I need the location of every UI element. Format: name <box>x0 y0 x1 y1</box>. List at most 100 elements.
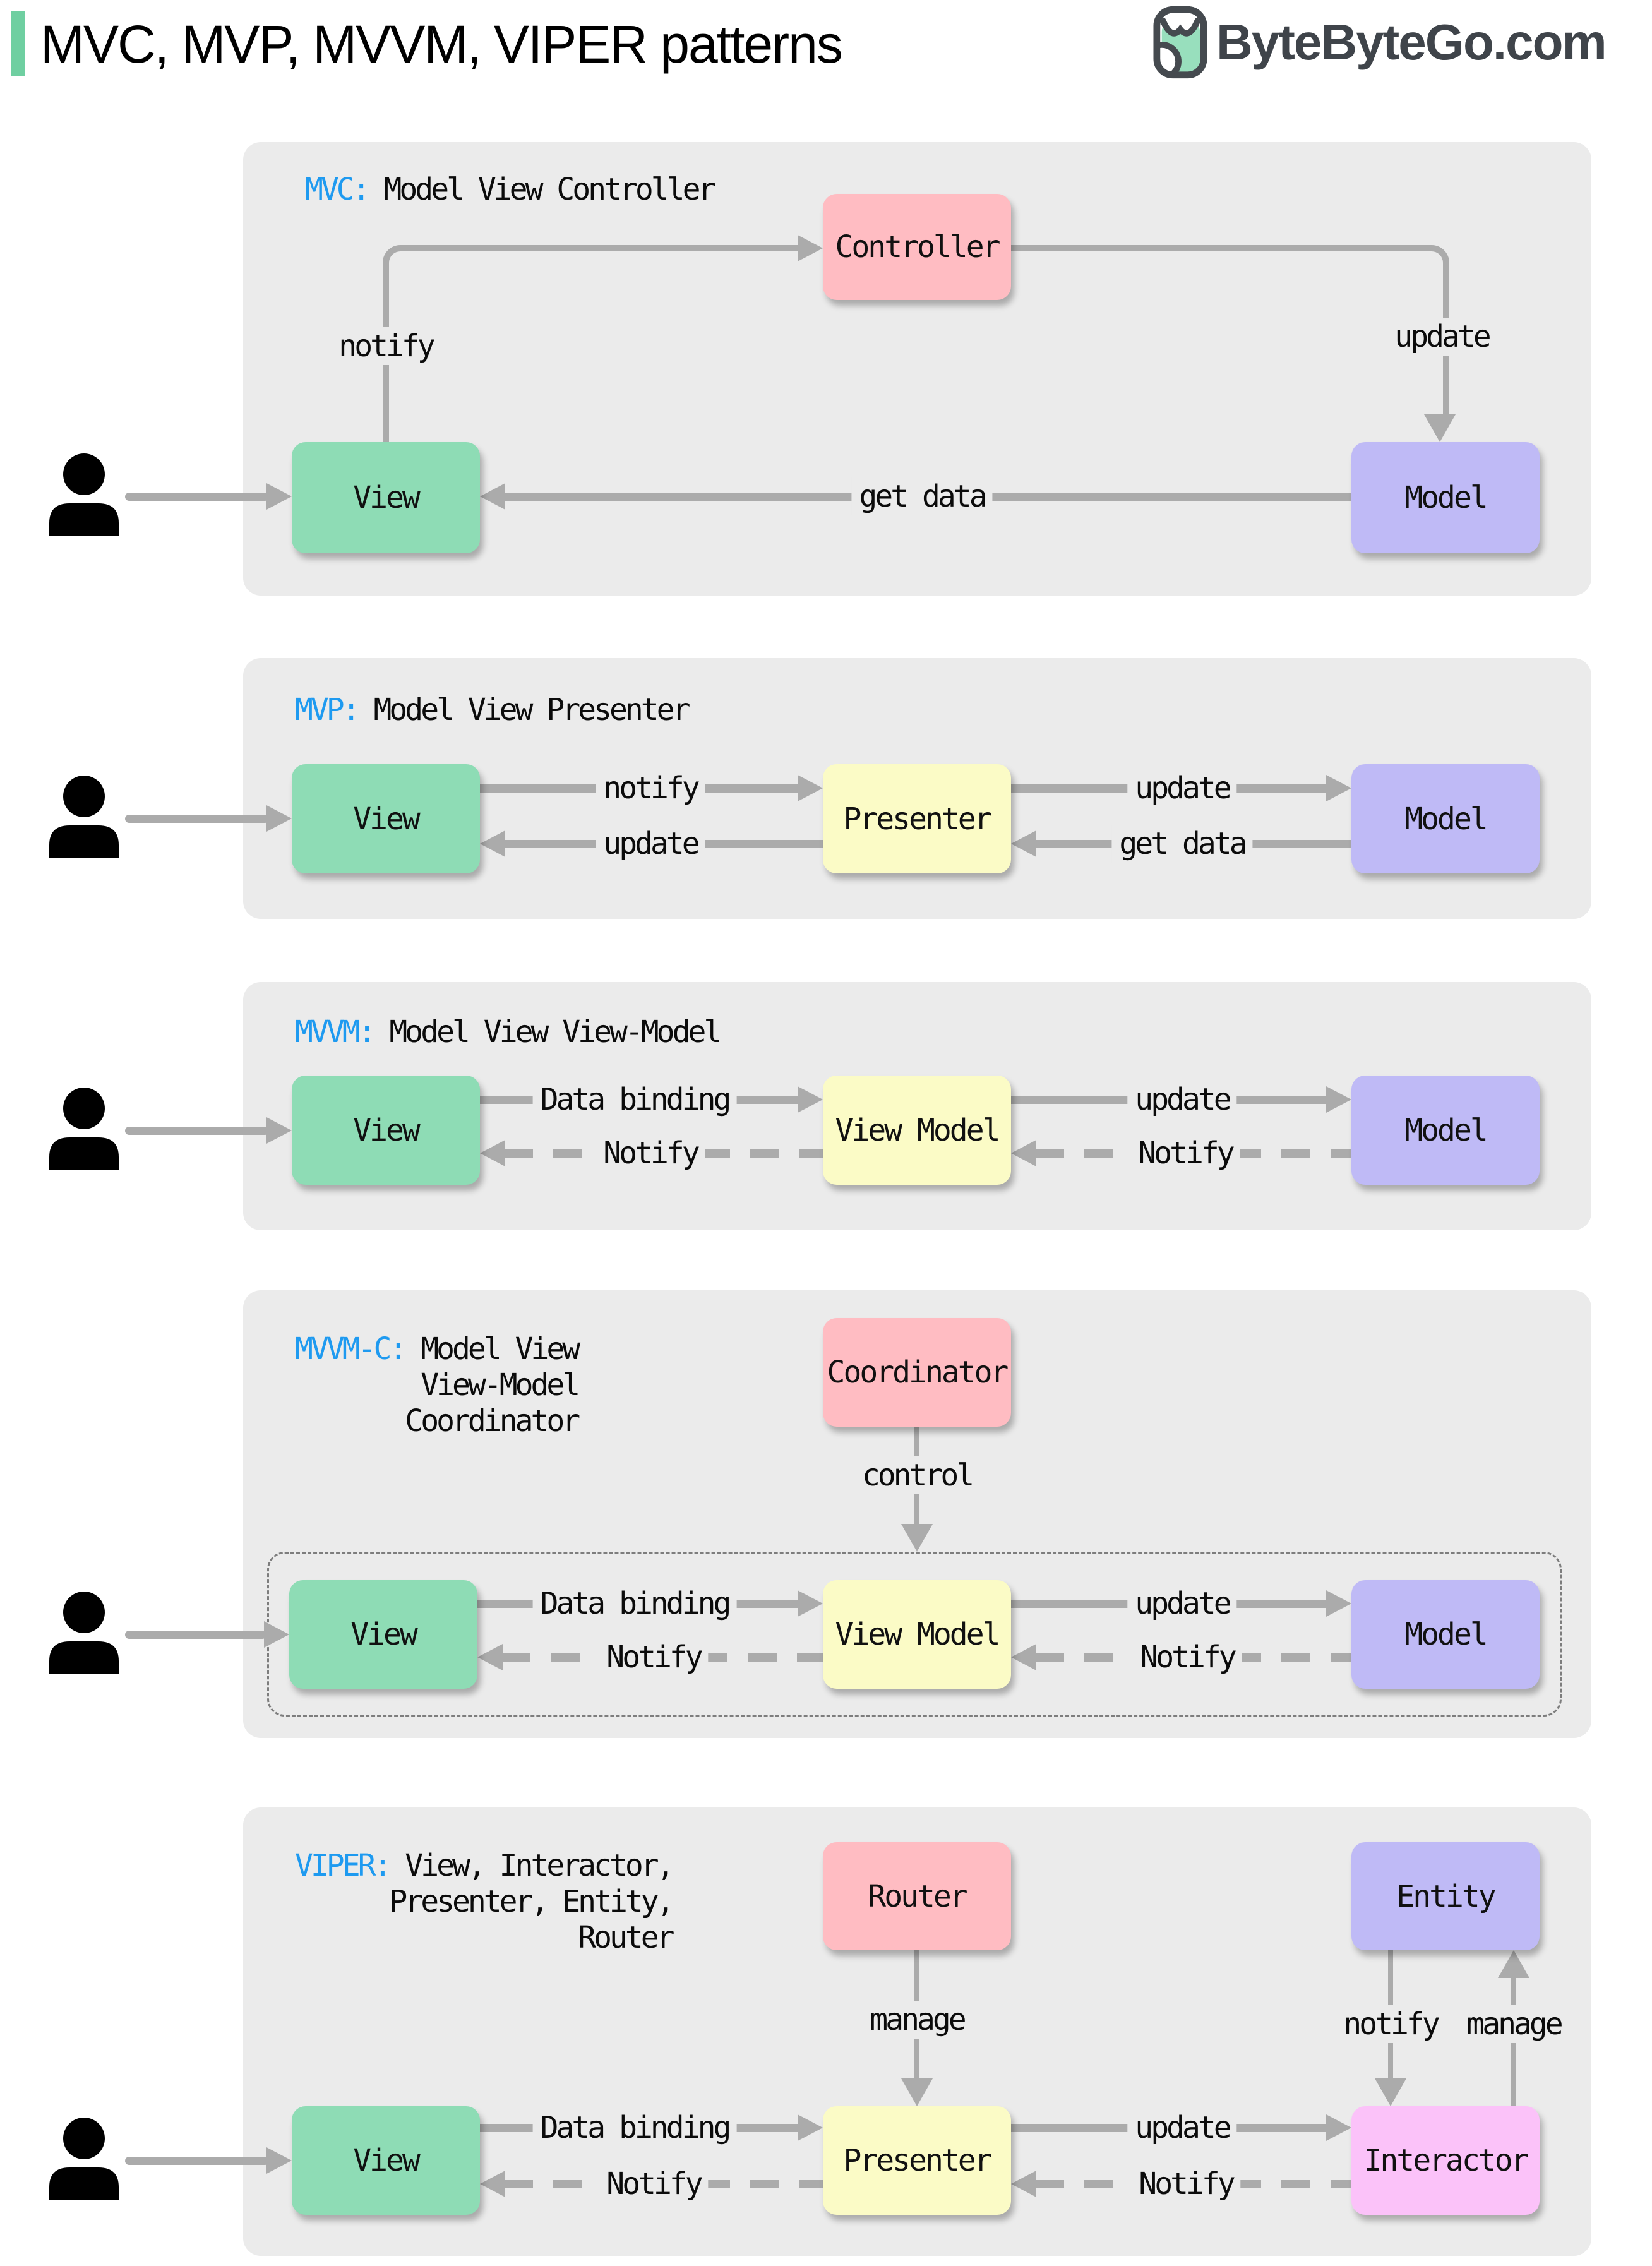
mvvm-user-arrow-line <box>125 1127 269 1135</box>
person-icon <box>49 776 119 858</box>
viper-user-arrowhead <box>266 2147 292 2174</box>
mvvmc-coordinator-box: Coordinator <box>823 1318 1011 1427</box>
mvvmc-label-databinding: Data binding <box>532 1585 737 1622</box>
person-icon <box>49 1088 119 1170</box>
mvvm-arrowhead-into-view <box>480 1140 505 1166</box>
mvvmc-label-notify-view: Notify <box>599 1638 709 1676</box>
mvp-label-notify: notify <box>596 769 705 807</box>
viper-label-update: update <box>1127 2109 1237 2147</box>
mvc-label-get-data: get data <box>851 477 993 515</box>
mvvm-label-databinding: Data binding <box>532 1081 737 1118</box>
viper-label-databinding: Data binding <box>532 2109 737 2147</box>
mvp-user-arrow-line <box>125 815 269 823</box>
viper-arrowhead-into-presenter-top <box>901 2078 933 2106</box>
viper-label-notify-view: Notify <box>599 2165 709 2203</box>
mvvmc-arrowhead-into-model <box>1326 1590 1351 1617</box>
mvvm-arrowhead-into-model <box>1326 1086 1351 1113</box>
viper-view-box: View <box>292 2106 480 2215</box>
viper-label-notify-presenter: Notify <box>1131 2165 1241 2203</box>
bytebytego-bird-icon <box>1153 6 1207 79</box>
mvp-user-arrowhead <box>266 805 292 832</box>
mvvm-label-notify-view: Notify <box>596 1134 705 1172</box>
mvp-arrowhead-into-view <box>480 830 505 857</box>
panel-mvvm-title-rest: Model View View-Model <box>373 1014 722 1050</box>
viper-label-notify-entity: notify <box>1336 2005 1446 2043</box>
mvvm-label-update: update <box>1127 1081 1237 1118</box>
mvc-arrowhead-into-model <box>1424 414 1456 442</box>
viper-arrowhead-into-presenter-back <box>1011 2171 1036 2197</box>
viper-arrowhead-into-presenter <box>798 2114 823 2141</box>
panel-mvp-title: MVP: Model View Presenter <box>295 692 690 728</box>
person-icon <box>49 1592 119 1674</box>
mvvmc-arrowhead-into-viewmodel <box>798 1590 823 1617</box>
mvvm-viewmodel-box: View Model <box>823 1076 1011 1185</box>
mvc-view-to-controller-connector <box>383 245 807 448</box>
panel-mvc-title: MVC: Model View Controller <box>305 172 716 208</box>
panel-viper-title-line1: View, Interactor, <box>389 1848 674 1883</box>
panel-mvvm-title-prefix: MVVM: <box>295 1014 376 1050</box>
viper-arrowhead-into-interactor-top <box>1375 2078 1406 2106</box>
bytebytego-logo: ByteByteGo.com <box>1153 5 1607 80</box>
mvc-arrowhead-into-controller <box>798 235 823 261</box>
mvp-model-box: Model <box>1351 764 1540 873</box>
viper-entity-box: Entity <box>1351 1842 1540 1950</box>
mvc-controller-box: Controller <box>823 194 1011 300</box>
viper-arrowhead-into-view <box>480 2171 505 2197</box>
accent-bar <box>11 11 25 76</box>
mvvmc-view-box: View <box>289 1580 477 1689</box>
panel-mvvmc-title: MVVM-C: Model View View-Model Coordinato… <box>295 1331 580 1439</box>
mvvmc-user-arrow-line <box>125 1631 266 1639</box>
mvvm-arrowhead-into-viewmodel-back <box>1011 1140 1036 1166</box>
person-icon <box>49 453 119 536</box>
mvp-arrowhead-into-presenter <box>798 775 823 801</box>
mvc-user-arrowhead <box>266 483 292 510</box>
mvvmc-user-arrowhead <box>264 1621 289 1648</box>
viper-interactor-box: Interactor <box>1351 2106 1540 2215</box>
mvp-arrowhead-into-model <box>1326 775 1351 801</box>
viper-router-box: Router <box>823 1842 1011 1950</box>
panel-mvvmc-title-line2: View-Model <box>421 1367 580 1403</box>
panel-mvvmc-title-line1: Model View <box>405 1331 580 1367</box>
viper-user-arrow-line <box>125 2157 269 2165</box>
panel-mvvm-title: MVVM: Model View View-Model <box>295 1014 722 1050</box>
panel-viper-title-prefix: VIPER: <box>295 1848 392 1883</box>
mvp-presenter-box: Presenter <box>823 764 1011 873</box>
mvvm-arrowhead-into-viewmodel <box>798 1086 823 1113</box>
viper-label-manage-entity: manage <box>1459 2005 1569 2043</box>
viper-label-manage-router: manage <box>862 2001 972 2039</box>
mvvm-view-box: View <box>292 1076 480 1185</box>
panel-viper-title: VIPER: View, Interactor, Presenter, Enti… <box>295 1848 675 1956</box>
mvvmc-label-control: control <box>854 1456 980 1494</box>
mvp-arrowhead-into-presenter-back <box>1011 830 1036 857</box>
mvvmc-arrowhead-control <box>901 1524 933 1552</box>
mvvmc-viewmodel-box: View Model <box>823 1580 1011 1689</box>
mvc-label-update: update <box>1387 318 1497 356</box>
viper-presenter-box: Presenter <box>823 2106 1011 2215</box>
mvc-user-arrow-line <box>125 493 269 501</box>
person-icon <box>49 2118 119 2200</box>
mvvm-model-box: Model <box>1351 1076 1540 1185</box>
panel-mvp-title-prefix: MVP: <box>295 692 361 728</box>
mvp-label-get-data: get data <box>1111 825 1253 863</box>
page-title: MVC, MVP, MVVM, VIPER patterns <box>40 15 843 74</box>
mvp-view-box: View <box>292 764 480 873</box>
panel-mvp-title-rest: Model View Presenter <box>357 692 690 728</box>
mvvmc-model-box: Model <box>1351 1580 1540 1689</box>
logo-text: ByteByteGo.com <box>1216 14 1607 70</box>
mvvmc-arrowhead-into-viewmodel-back <box>1011 1644 1036 1670</box>
mvvmc-label-update: update <box>1127 1585 1237 1622</box>
mvvm-user-arrowhead <box>266 1117 292 1144</box>
panel-mvc-title-prefix: MVC: <box>305 172 371 207</box>
panel-viper-title-line3: Router <box>578 1920 674 1955</box>
panel-mvc-title-rest: Model View Controller <box>368 172 716 207</box>
mvvm-label-notify-vm: Notify <box>1130 1134 1240 1172</box>
panel-viper-title-line2: Presenter, Entity, <box>389 1884 674 1919</box>
mvc-arrowhead-into-view <box>480 483 505 510</box>
mvvmc-label-notify-vm: Notify <box>1132 1638 1242 1676</box>
viper-arrowhead-into-interactor <box>1326 2114 1351 2141</box>
mvc-controller-to-model-connector <box>1011 245 1449 421</box>
mvc-view-box: View <box>292 442 480 553</box>
panel-mvvmc-title-prefix: MVVM-C: <box>295 1331 407 1367</box>
mvp-label-update-model: update <box>1127 769 1237 807</box>
